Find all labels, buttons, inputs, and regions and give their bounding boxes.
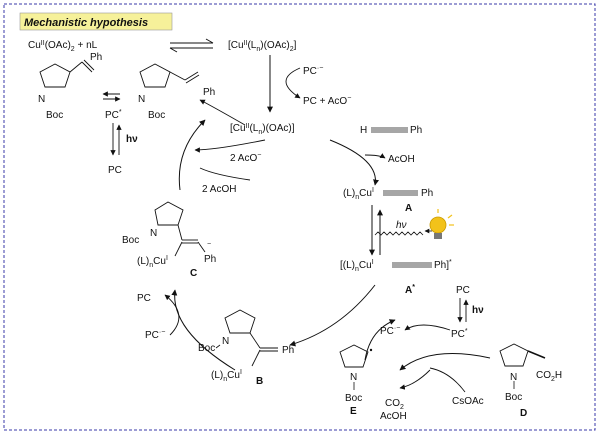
- pc-top: PC: [108, 165, 122, 176]
- C-minus: −: [207, 241, 211, 248]
- two-aco: 2 AcO−: [230, 152, 261, 164]
- decarboxylation-arrow: [399, 353, 491, 371]
- product-release-arrow: [199, 99, 246, 126]
- cycle-arc-1: [329, 139, 379, 186]
- equilibrium-reactants: CuII(OAc)2 + nL: [28, 40, 98, 53]
- title-box: [19, 12, 173, 31]
- product-left: N Boc Ph: [38, 52, 102, 121]
- csoac-arrow: [429, 367, 466, 393]
- pc-radical-anion-left: PC·−: [145, 329, 165, 341]
- product-left-N: N: [38, 94, 45, 105]
- D-co2h: CO2H: [536, 370, 562, 383]
- pc-radical-anion: PC·−: [303, 65, 323, 77]
- label-A: A: [405, 203, 412, 214]
- complex-A-star: [(L)nCuI: [340, 259, 374, 273]
- co2-release-arrow: [399, 369, 431, 390]
- structure-C: Boc N Ph − (L)nCuI C: [122, 201, 216, 279]
- B-N: N: [222, 336, 229, 347]
- label-A-star: A*: [405, 284, 415, 296]
- C-cu: (L)nCuI: [137, 255, 168, 269]
- hv-label-bulb: hν: [396, 220, 407, 231]
- title: Mechanistic hypothesis: [24, 17, 148, 29]
- product-right-boc: Boc: [148, 110, 165, 121]
- label-B: B: [256, 376, 263, 387]
- radical-to-cycle-arrow: [364, 319, 396, 361]
- pc-excited-top: PC*: [105, 109, 122, 121]
- B-cu: (L)nCuI: [211, 369, 242, 383]
- pc-and-acetate: PC + AcO−: [303, 95, 351, 107]
- label-C: C: [190, 268, 197, 279]
- pc-electron-transfer: [404, 324, 451, 331]
- structure-D: CO2H N Boc D: [499, 343, 562, 419]
- acoh-release-arrow: [364, 153, 386, 159]
- D-boc: Boc: [505, 392, 522, 403]
- alkyne-ph: Ph: [410, 125, 422, 136]
- co2-label: CO2: [385, 398, 404, 411]
- B-boc: Boc: [198, 343, 215, 354]
- pc-curved-arrow: [285, 67, 301, 99]
- hv-label-right: hν: [472, 305, 484, 316]
- hv-label-top: hν: [126, 134, 138, 145]
- two-acoh: 2 AcOH: [202, 184, 236, 195]
- label-D: D: [520, 408, 527, 419]
- D-N: N: [510, 372, 517, 383]
- equilibrium-arrow-forward: [170, 38, 214, 44]
- complex-A: (L)nCuI: [343, 187, 374, 201]
- structure-E: N Boc E: [339, 344, 373, 417]
- E-N: N: [350, 372, 357, 383]
- product-left-ph: Ph: [90, 52, 102, 63]
- product-right-ph: Ph: [203, 87, 215, 98]
- C-ph: Ph: [204, 254, 216, 265]
- cycle-arc-4: [178, 119, 206, 191]
- A-ph: Ph: [421, 188, 433, 199]
- pc-left: PC: [137, 293, 151, 304]
- equilibrium-product: [CuII(Ln)(OAc)2]: [228, 40, 297, 53]
- cu-intermediate: [CuII(Ln)(OAc)]: [230, 123, 295, 136]
- two-aco-arrow: [194, 139, 266, 153]
- pc-excited-right: PC*: [451, 328, 468, 340]
- two-acoh-arrow: [199, 167, 251, 181]
- cycle-arc-2: [289, 284, 376, 347]
- label-E: E: [350, 406, 357, 417]
- C-N: N: [150, 228, 157, 239]
- lightbulb-icon: [429, 209, 454, 239]
- equilibrium-arrow-back: [169, 47, 213, 53]
- acoh-release: AcOH: [388, 154, 415, 165]
- csoac-label: CsOAc: [452, 396, 484, 407]
- product-right-N: N: [138, 94, 145, 105]
- frame-border: [3, 3, 596, 431]
- pc-oxidation-arrow: [164, 294, 180, 336]
- product-right: N Boc Ph: [138, 63, 215, 121]
- acoh-label: AcOH: [380, 411, 407, 422]
- hv-wave: [374, 231, 424, 236]
- B-ph: Ph: [282, 345, 294, 356]
- structure-B: Boc N Ph (L)nCuI B: [198, 309, 294, 387]
- cycle-arc-3: [171, 289, 236, 371]
- product-left-boc: Boc: [46, 110, 63, 121]
- pc-ground: PC: [456, 285, 470, 296]
- E-boc: Boc: [345, 393, 362, 404]
- A-star-ph: Ph]*: [434, 259, 452, 271]
- C-boc: Boc: [122, 235, 139, 246]
- alkyne: H: [360, 125, 367, 136]
